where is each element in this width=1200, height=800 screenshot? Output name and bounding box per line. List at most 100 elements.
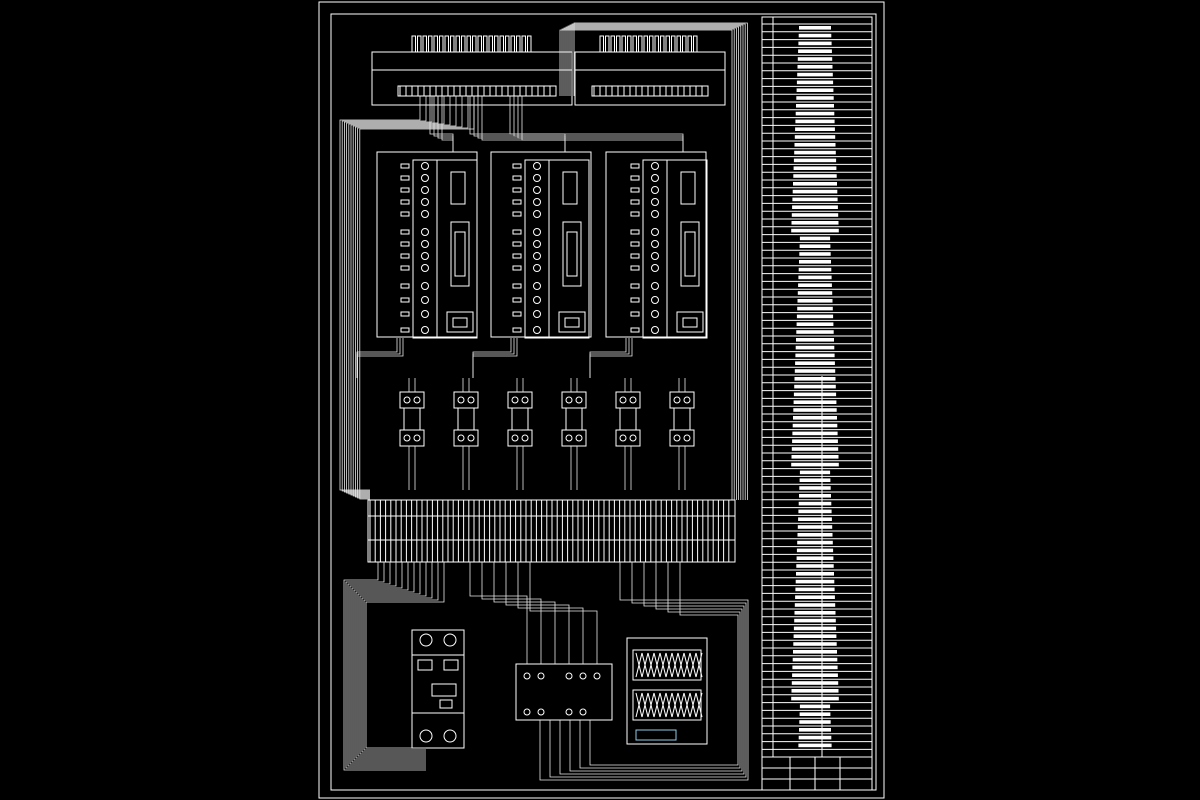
table-cell-marking (798, 33, 832, 38)
drive-connector (680, 221, 700, 287)
table-cell-marking (794, 377, 836, 381)
table-cell-marking (793, 158, 837, 163)
wire (356, 338, 401, 378)
header-pin (660, 35, 665, 53)
header-pin (654, 35, 659, 53)
relay-bottom (669, 429, 695, 447)
terminal-screw (533, 296, 541, 304)
title-block (761, 756, 873, 791)
wire (573, 22, 748, 500)
terminal-label (512, 199, 522, 205)
wire (345, 562, 426, 769)
wire (589, 338, 627, 378)
wire (361, 562, 433, 753)
terminal-label (512, 241, 522, 247)
table-cell-marking (798, 735, 832, 740)
drive-body (642, 159, 708, 339)
terminal-screw (651, 310, 659, 318)
terminal-screw (651, 326, 659, 334)
table-cell-marking (791, 213, 839, 217)
terminal-screw (533, 198, 541, 206)
wire (356, 338, 404, 378)
table-cell-marking (797, 299, 833, 303)
header-pin (433, 35, 438, 53)
wire (472, 338, 515, 378)
header-pin (527, 35, 532, 53)
wire (481, 96, 566, 152)
table-cell-marking (793, 182, 837, 186)
table-cell-marking (794, 150, 836, 155)
terminal-screw (651, 198, 659, 206)
terminal-screw (533, 310, 541, 318)
table-cell-marking (793, 392, 837, 397)
terminal-label (400, 229, 410, 235)
relay-3 (507, 378, 533, 490)
wire (517, 96, 684, 152)
relay-bottom (399, 429, 425, 447)
terminal-label (512, 297, 522, 303)
header-pin (483, 35, 488, 53)
table-cell-marking (792, 423, 838, 428)
parts-table (761, 16, 873, 758)
header-pin (638, 35, 643, 53)
header-pin (632, 35, 637, 53)
terminal-label (400, 253, 410, 259)
terminal-screw (421, 228, 429, 236)
drive-port (676, 311, 704, 333)
drive-display (450, 171, 466, 205)
wire (565, 26, 739, 500)
table-cell-marking (797, 540, 833, 545)
header-pin (605, 35, 610, 53)
table-cell-marking (799, 252, 831, 256)
table-cell-marking (796, 572, 834, 576)
wiring (339, 22, 749, 781)
header-pin (505, 35, 510, 53)
wire (352, 96, 457, 497)
terminal-screw (421, 186, 429, 194)
wire (549, 562, 747, 778)
terminal-screw (651, 252, 659, 260)
header-pin (627, 35, 632, 53)
terminal-screw (421, 174, 429, 182)
table-cell-marking (793, 416, 837, 420)
wire (509, 96, 684, 152)
table-cell-marking (797, 525, 833, 529)
power-supply (626, 637, 708, 745)
servo-drive-3 (630, 159, 708, 339)
table-cell-marking (797, 306, 833, 311)
table-cell-marking (799, 728, 831, 732)
table-cell-marking (791, 228, 839, 233)
table-cell-marking (793, 626, 837, 631)
table-cell-marking (798, 275, 832, 280)
table-cell-marking (798, 49, 832, 53)
table-cell-marking (796, 96, 834, 100)
table-cell-marking (794, 384, 836, 389)
terminal-label (400, 199, 410, 205)
drive-connector (562, 221, 582, 287)
header-pin (428, 35, 433, 53)
relay-bottom (453, 429, 479, 447)
header-pin (516, 35, 521, 53)
table-cell-marking (796, 88, 834, 92)
wire (355, 562, 426, 759)
terminal-label (512, 265, 522, 271)
table-cell-marking (795, 353, 835, 358)
terminal-screw (421, 252, 429, 260)
table-cell-marking (798, 41, 832, 46)
terminal-label (512, 175, 522, 181)
wire (363, 562, 439, 751)
table-cell-marking (798, 509, 832, 514)
header-pin (466, 35, 471, 53)
wire (349, 562, 426, 765)
terminal-screw (651, 282, 659, 290)
wire (365, 562, 445, 749)
table-cell-marking (794, 618, 836, 623)
table-cell-marking (796, 330, 834, 334)
header-pin (417, 35, 422, 53)
table-cell-marking (799, 470, 831, 475)
wire (347, 562, 426, 767)
header-pin (461, 35, 466, 53)
terminal-label (630, 265, 640, 271)
table-cell-marking (794, 611, 836, 615)
